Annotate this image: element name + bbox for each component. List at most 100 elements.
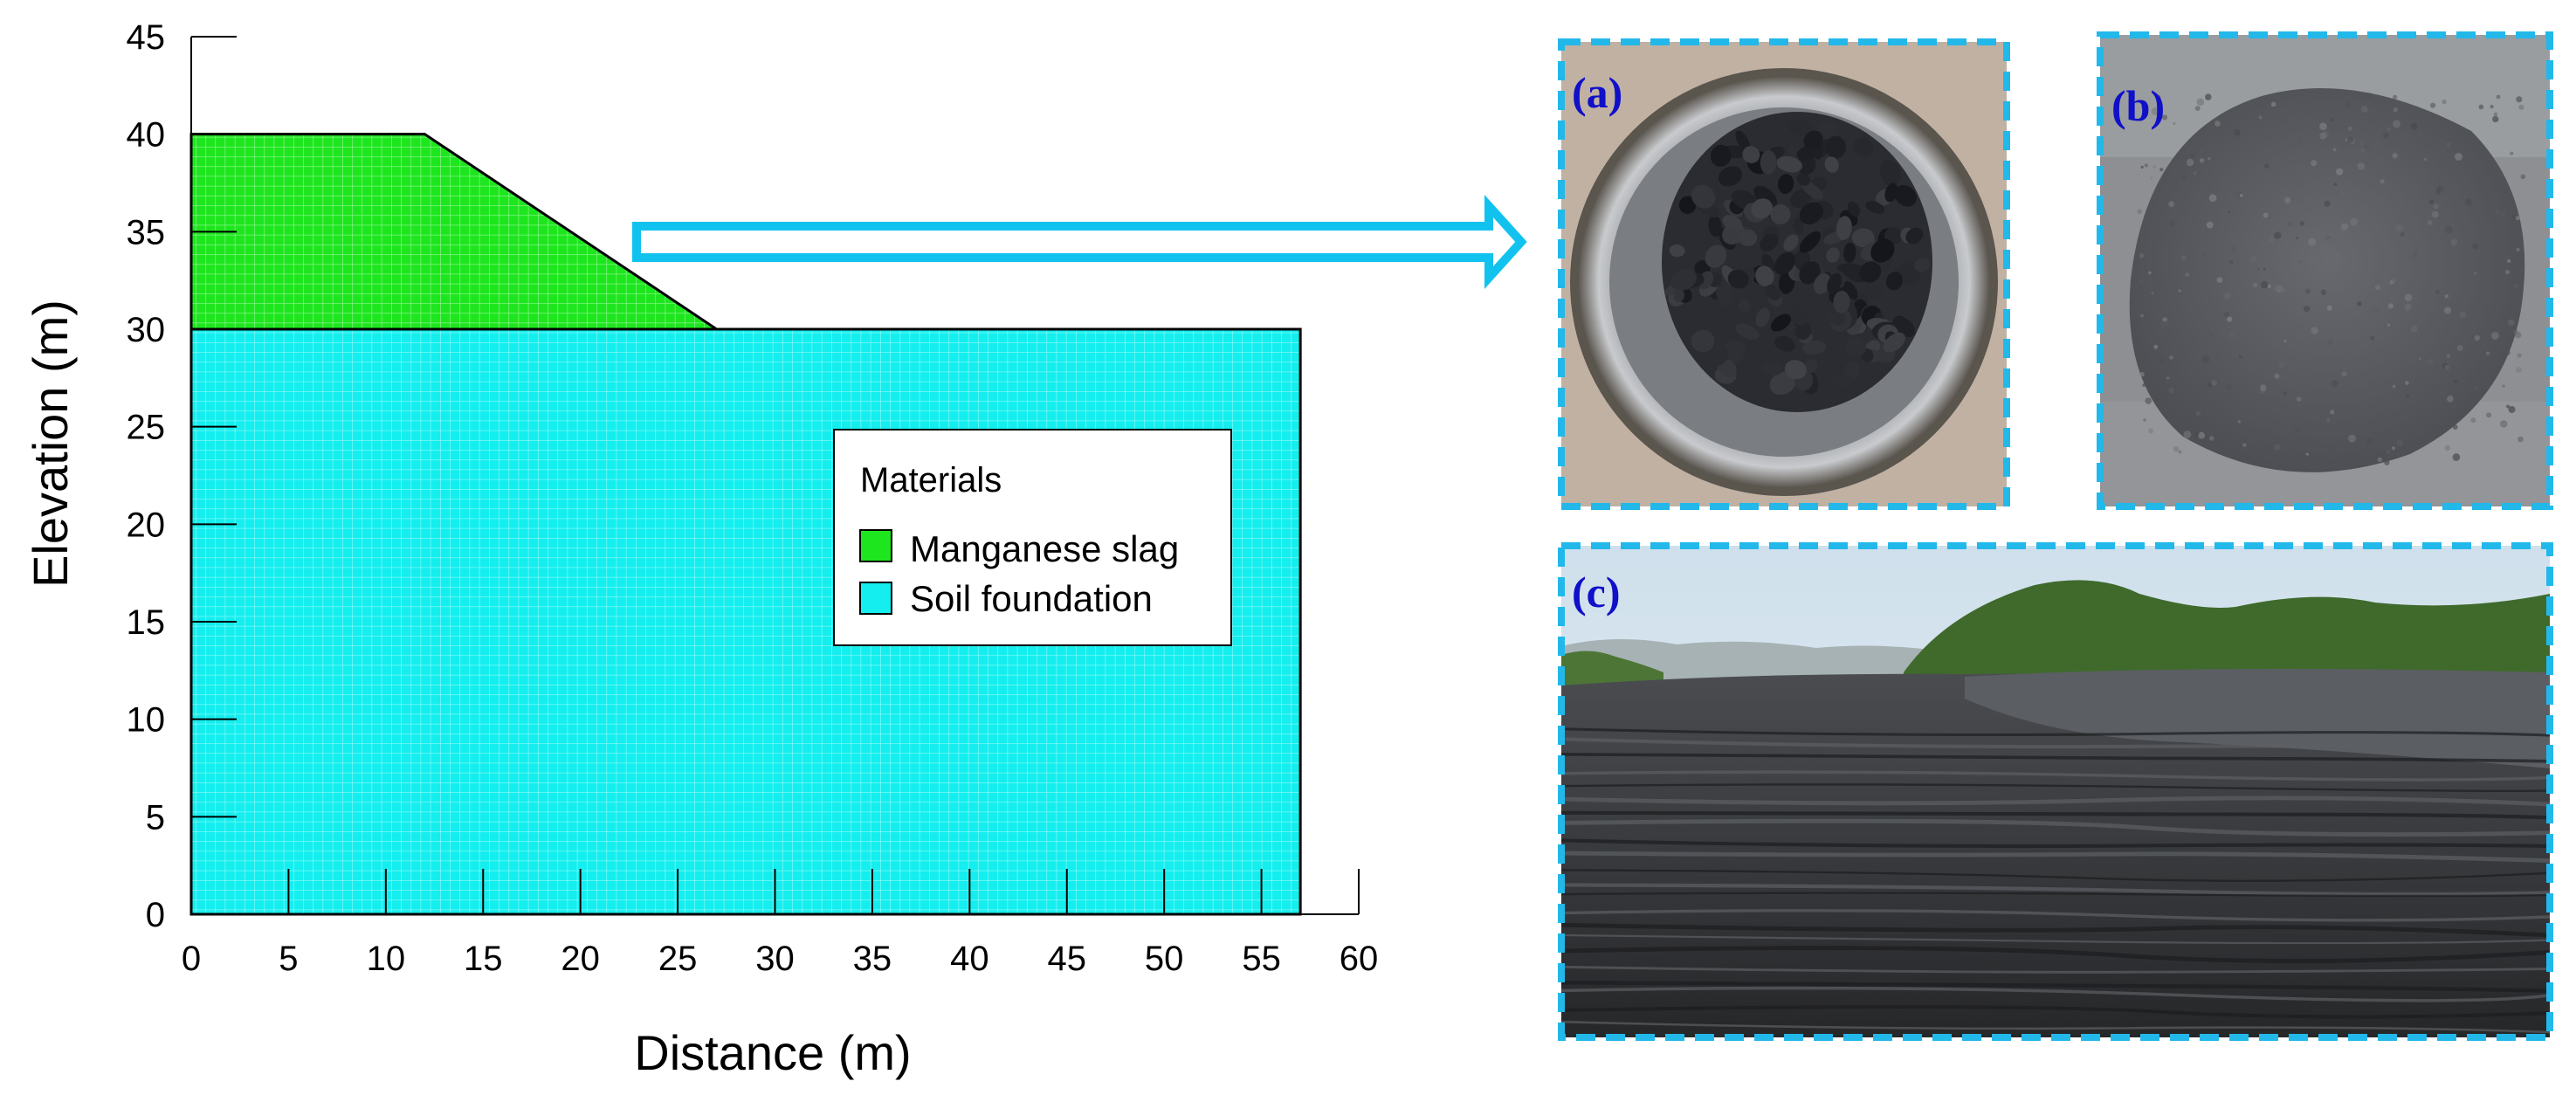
powder-speck <box>2452 424 2458 430</box>
y-tick-label: 25 <box>127 409 166 447</box>
powder-speck <box>2396 439 2403 447</box>
powder-speck <box>2395 224 2403 232</box>
powder-speck <box>2475 386 2478 390</box>
powder-speck <box>2478 104 2484 110</box>
powder-speck <box>2508 405 2516 413</box>
powder-speck <box>2195 410 2201 417</box>
slag-pebble <box>1914 258 1931 272</box>
powder-speck <box>2444 444 2450 451</box>
powder-speck <box>2320 379 2327 386</box>
powder-speck <box>2405 393 2410 398</box>
powder-speck <box>2382 132 2389 139</box>
y-tick-label: 20 <box>127 506 166 544</box>
photo-c-slag-stockpile-site: (c) <box>1558 542 2553 1041</box>
powder-speck <box>2486 412 2492 418</box>
powder-speck <box>2256 267 2260 271</box>
powder-speck <box>2205 93 2212 100</box>
powder-speck <box>2348 434 2356 443</box>
powder-speck <box>2299 259 2303 264</box>
powder-speck <box>2513 329 2518 334</box>
powder-speck <box>2194 106 2201 112</box>
x-tick-label: 50 <box>1145 940 1184 978</box>
powder-speck <box>2162 317 2167 322</box>
powder-speck <box>2311 327 2318 334</box>
powder-speck <box>2185 272 2190 278</box>
powder-speck <box>2228 210 2231 214</box>
powder-speck <box>2229 260 2234 265</box>
powder-speck <box>2413 366 2417 370</box>
powder-speck <box>2392 153 2398 159</box>
powder-speck <box>2193 171 2197 176</box>
powder-speck <box>2190 153 2196 159</box>
powder-speck <box>2276 285 2283 293</box>
powder-speck <box>2515 366 2523 374</box>
powder-speck <box>2514 284 2518 288</box>
powder-speck <box>2297 138 2303 145</box>
powder-speck <box>2152 165 2156 169</box>
slag-pebble <box>1870 238 1895 263</box>
powder-speck <box>2450 238 2458 246</box>
powder-speck <box>2447 395 2454 403</box>
powder-speck <box>2427 220 2433 225</box>
powder-speck <box>2490 332 2499 340</box>
ground-furrow <box>1561 869 2550 882</box>
powder-speck <box>2429 102 2436 108</box>
slag-pebble <box>1905 227 1924 245</box>
powder-speck <box>2485 351 2490 355</box>
powder-speck <box>2518 104 2524 110</box>
powder-speck <box>2350 217 2359 226</box>
powder-speck <box>2277 362 2285 368</box>
powder-speck <box>2347 126 2352 131</box>
powder-speck <box>2360 106 2368 114</box>
powder-speck <box>2228 331 2236 339</box>
powder-speck <box>2520 174 2526 180</box>
ground-furrow <box>1561 1005 2550 1019</box>
x-tick-label: 60 <box>1340 940 1379 978</box>
slag-pebble <box>1784 360 1807 380</box>
powder-speck <box>2404 293 2413 302</box>
slag-pebble <box>1774 335 1795 352</box>
powder-speck <box>2208 333 2214 339</box>
photo-b-label: (b) <box>2111 81 2165 130</box>
powder-speck <box>2392 279 2397 283</box>
powder-speck <box>2371 431 2378 437</box>
powder-speck <box>2147 271 2152 275</box>
slag-pebble <box>1751 198 1773 219</box>
y-axis-label: Elevation (m) <box>23 300 78 588</box>
slag-pebble <box>1711 347 1730 367</box>
x-tick-label: 15 <box>464 940 503 978</box>
powder-speck <box>2384 459 2390 465</box>
x-tick-label: 35 <box>853 940 892 978</box>
powder-speck <box>2292 315 2296 319</box>
x-tick-label: 40 <box>950 940 989 978</box>
powder-speck <box>2252 282 2258 288</box>
y-tick-label: 15 <box>127 603 166 642</box>
slag-pebble <box>1691 329 1715 353</box>
powder-speck <box>2474 334 2480 341</box>
slag-pebble <box>1673 289 1684 303</box>
powder-speck <box>2283 339 2287 343</box>
powder-speck <box>2217 354 2221 358</box>
powder-speck <box>2387 303 2394 309</box>
powder-speck <box>2331 444 2336 450</box>
powder-speck <box>2297 361 2302 365</box>
slag-pebble <box>1716 280 1734 307</box>
powder-speck <box>2435 289 2440 294</box>
powder-speck <box>2166 376 2170 380</box>
slag-pebble <box>1669 245 1685 258</box>
powder-speck <box>2341 371 2347 377</box>
slag-pebble <box>1833 290 1850 313</box>
ground-furrow <box>1561 851 2550 864</box>
slag-pebble <box>1670 268 1698 291</box>
powder-speck <box>2471 243 2479 250</box>
powder-speck <box>2159 168 2164 172</box>
slag-pebble <box>1770 313 1792 332</box>
powder-speck <box>2413 251 2418 256</box>
ground-furrow <box>1561 796 2550 807</box>
powder-speck <box>2333 183 2338 187</box>
powder-speck <box>2444 225 2453 234</box>
slag-pebble <box>1722 215 1743 231</box>
powder-speck <box>2144 163 2149 168</box>
